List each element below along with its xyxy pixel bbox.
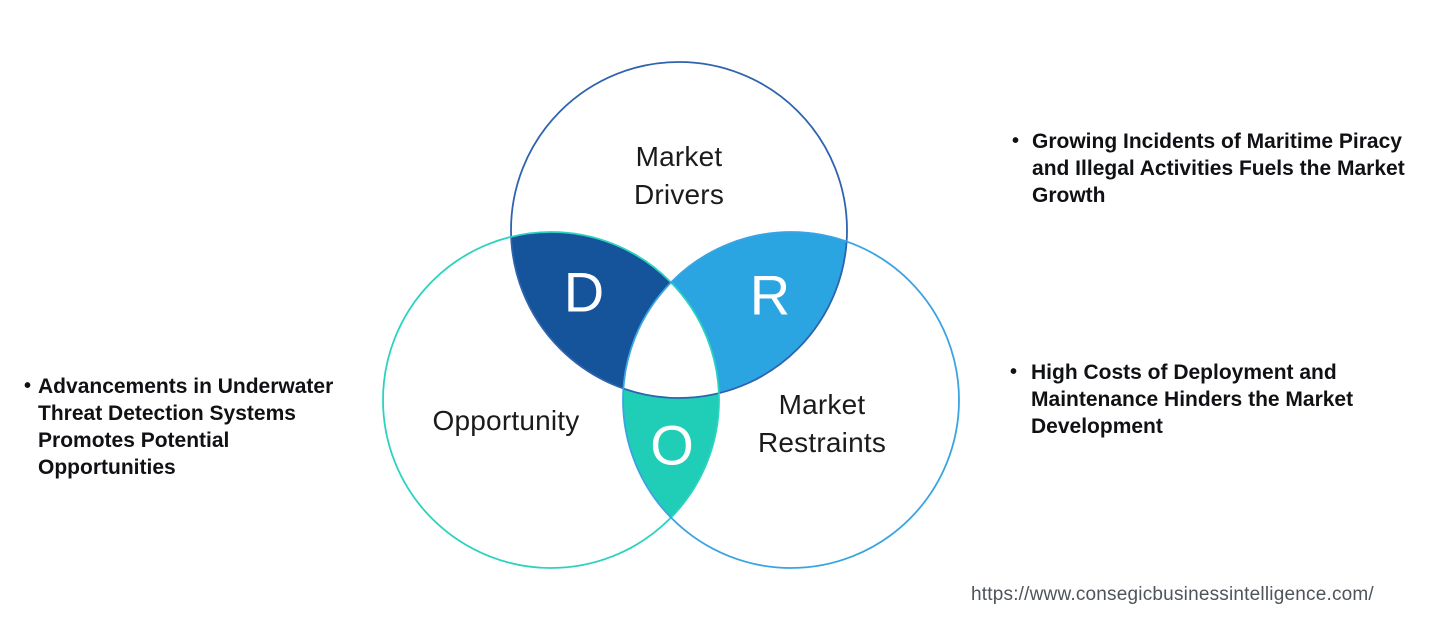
restraints-note: • High Costs of Deployment and Maintenan… (1010, 359, 1353, 440)
bullet-icon: • (1012, 130, 1020, 152)
opportunity-note-text: Advancements in Underwater Threat Detect… (38, 375, 334, 479)
opportunity-petal-letter: O (650, 413, 694, 477)
bullet-icon: • (24, 375, 32, 397)
drivers-petal-letter: D (563, 260, 605, 324)
drivers-note-text: Growing Incidents of Maritime Piracy and… (1032, 130, 1405, 207)
source-url-link[interactable]: https://www.consegicbusinessintelligence… (971, 584, 1374, 605)
opportunity-circle-label: Opportunity (432, 405, 580, 436)
drivers-circle-outline (510, 61, 848, 399)
opportunity-note: • Advancements in Underwater Threat Dete… (24, 373, 333, 481)
drivers-circle-label: Market Drivers (633, 141, 725, 210)
restraints-circle-label: Market Restraints (757, 389, 887, 458)
opportunity-circle-outline (382, 231, 720, 569)
restraints-petal-letter: R (749, 263, 791, 327)
drivers-note: • Growing Incidents of Maritime Piracy a… (1012, 128, 1405, 209)
bullet-icon: • (1010, 361, 1018, 383)
restraints-circle-outline (622, 231, 960, 569)
restraints-note-text: High Costs of Deployment and Maintenance… (1031, 361, 1354, 438)
